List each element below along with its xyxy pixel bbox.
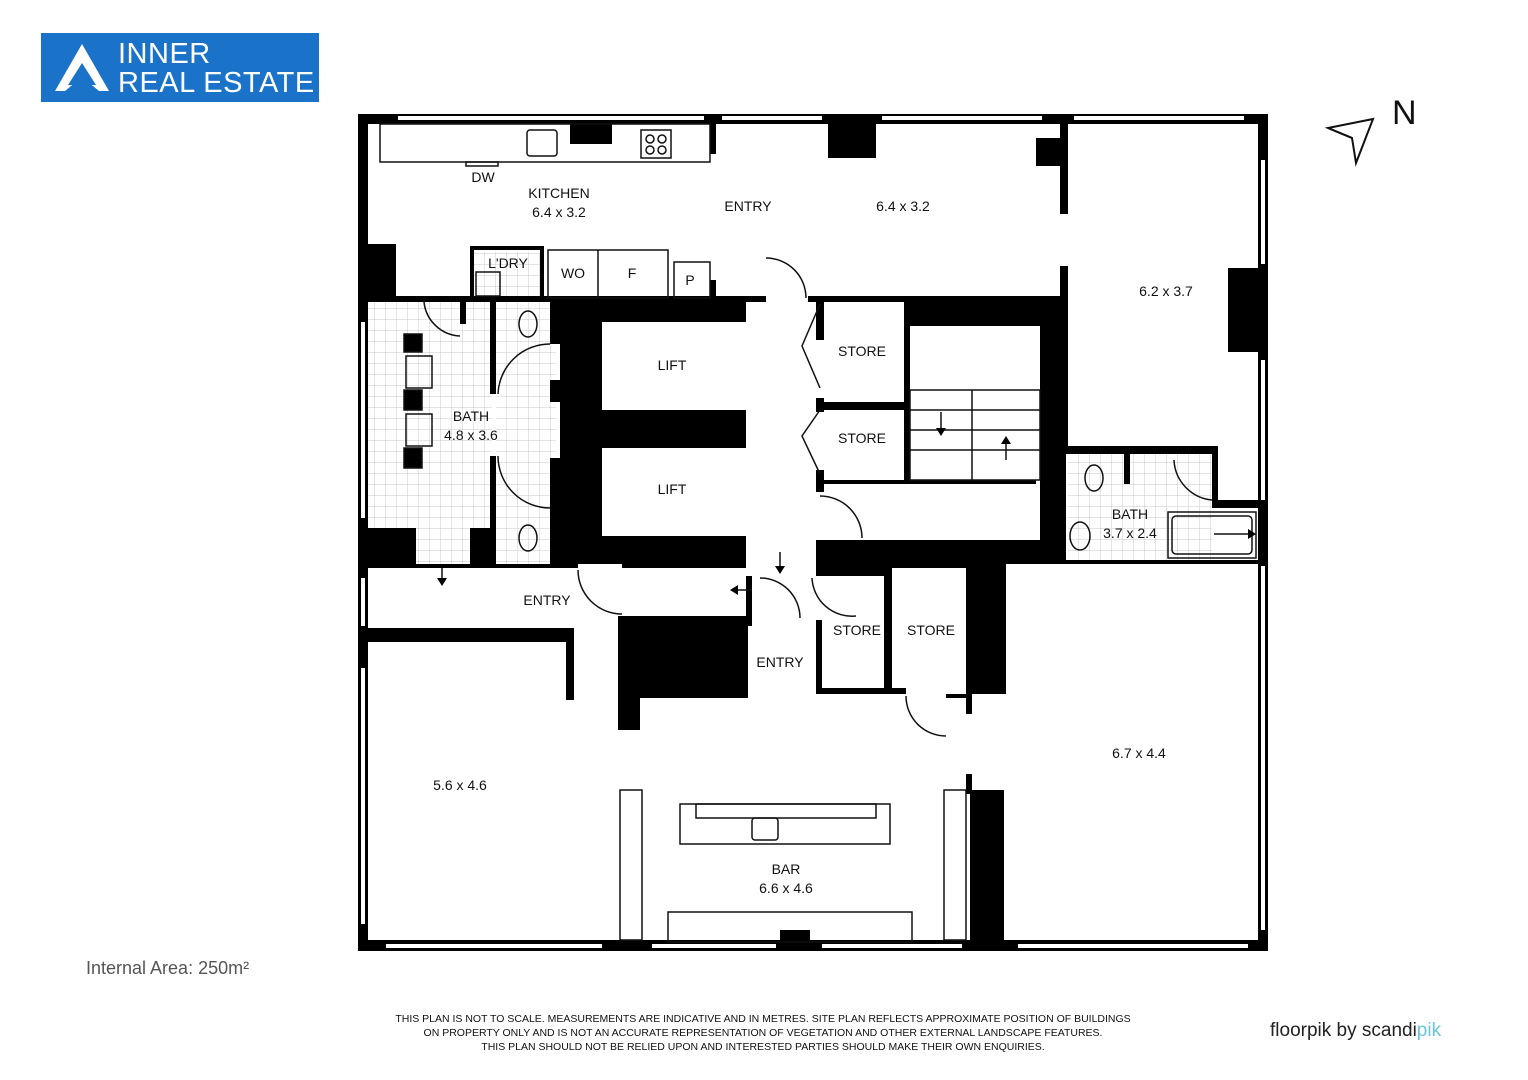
pantry-label: P — [685, 272, 694, 288]
disclaimer-line-3: THIS PLAN SHOULD NOT BE RELIED UPON AND … — [481, 1041, 1045, 1053]
room-top-size: 6.4 x 3.2 — [876, 198, 930, 214]
room-bottom-right-size: 6.7 x 4.4 — [1112, 745, 1166, 761]
store-1-label: STORE — [838, 343, 886, 359]
disclaimer: THIS PLAN IS NOT TO SCALE. MEASUREMENTS … — [320, 1012, 1206, 1054]
wo-label: WO — [561, 265, 585, 281]
bath-left-size: 4.8 x 3.6 — [444, 427, 498, 443]
bath-right-label: BATH — [1112, 506, 1148, 522]
store-2-label: STORE — [838, 430, 886, 446]
brand-line-2: REAL ESTATE — [118, 67, 315, 99]
credit-accent: pik — [1416, 1020, 1442, 1041]
bath-right-size: 3.7 x 2.4 — [1103, 525, 1157, 541]
fixtures — [379, 123, 1257, 943]
store-3-label: STORE — [833, 622, 881, 638]
door-arrow-heads — [437, 428, 1256, 595]
bath-left-label: BATH — [453, 408, 489, 424]
compass-label: N — [1392, 94, 1417, 132]
disclaimer-line-2: ON PROPERTY ONLY AND IS NOT AN ACCURATE … — [423, 1027, 1103, 1039]
room-left-size: 5.6 x 4.6 — [433, 777, 487, 793]
walls — [358, 114, 1268, 951]
kitchen-label: KITCHEN — [528, 185, 589, 201]
bar-label: BAR — [772, 861, 801, 877]
brand-logo: INNER REAL ESTATE — [41, 33, 319, 102]
entry-top-label: ENTRY — [724, 198, 772, 214]
floor-tiles — [368, 252, 1212, 564]
disclaimer-line-1: THIS PLAN IS NOT TO SCALE. MEASUREMENTS … — [395, 1013, 1131, 1025]
fridge-label: F — [628, 265, 637, 281]
credit: floorpik by scandipik — [1270, 1020, 1441, 1042]
lift-1-label: LIFT — [658, 357, 687, 373]
internal-area: Internal Area: 250m² — [86, 958, 250, 978]
credit-main: floorpik by scandi — [1270, 1020, 1417, 1041]
brand-line-1: INNER — [118, 38, 211, 70]
store-4-label: STORE — [907, 622, 955, 638]
triangle-logo-icon — [55, 44, 109, 91]
bar-size: 6.6 x 4.6 — [759, 880, 813, 896]
entry-mid-label: ENTRY — [523, 592, 571, 608]
entry-bottom-label: ENTRY — [756, 654, 804, 670]
kitchen-size: 6.4 x 3.2 — [532, 204, 586, 220]
dishwasher-label: DW — [471, 169, 495, 185]
room-right-size: 6.2 x 3.7 — [1139, 283, 1193, 299]
north-arrow-icon — [1324, 117, 1375, 167]
lift-2-label: LIFT — [658, 481, 687, 497]
laundry-label: L'DRY — [488, 255, 528, 271]
